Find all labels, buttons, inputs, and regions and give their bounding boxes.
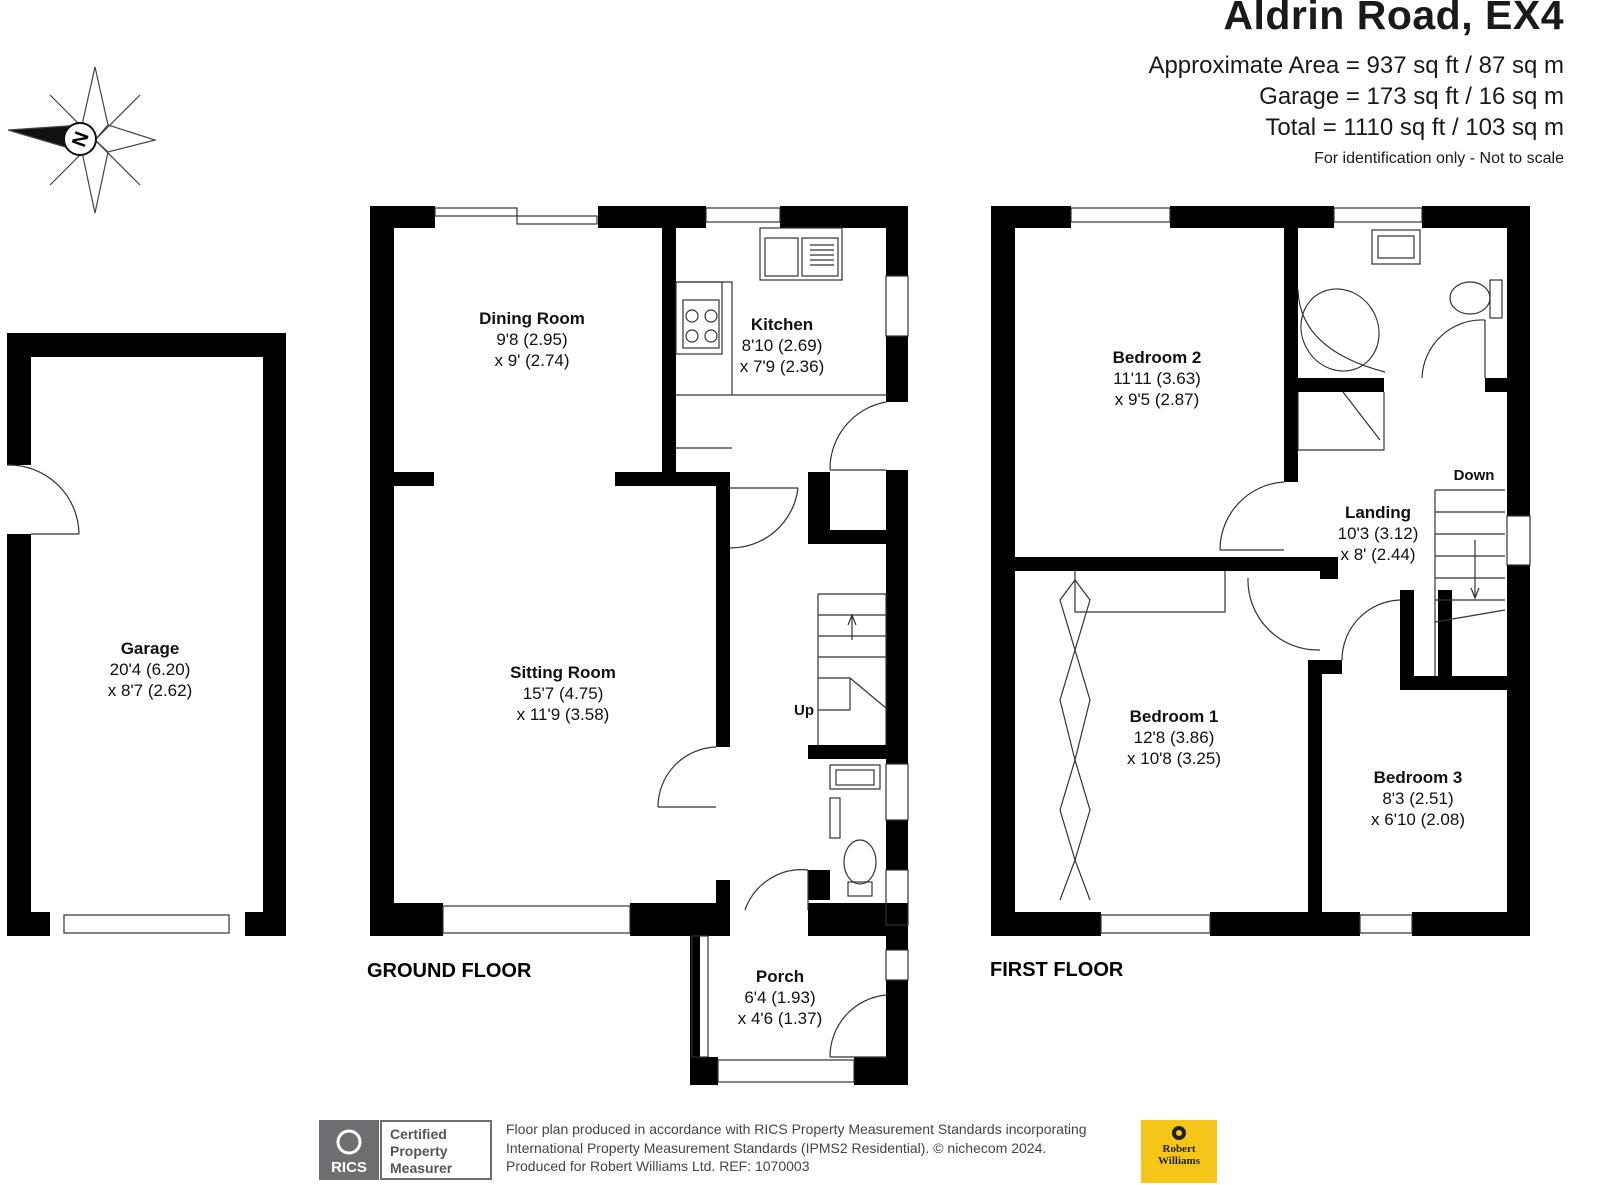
footer-line-2: International Property Measurement Stand…	[506, 1139, 1047, 1156]
footer-line-1: Floor plan produced in accordance with R…	[506, 1121, 1087, 1137]
sitting-room-dim2: x 11'9 (3.58)	[517, 705, 610, 724]
bedroom-1-dim2: x 10'8 (3.25)	[1127, 749, 1221, 768]
garage-fixtures	[6, 464, 230, 934]
garage-area: Garage = 173 sq ft / 16 sq m	[1259, 83, 1564, 110]
compass-letter: N	[68, 129, 94, 150]
stairs-down-label: Down	[1454, 467, 1495, 484]
landing-dim1: 10'3 (3.12)	[1338, 524, 1419, 543]
agent-badge-icon	[1172, 1126, 1186, 1140]
rics-cert-line3: Measurer	[390, 1160, 453, 1176]
ground-floor-walls	[370, 206, 908, 1085]
bedroom-2-dim1: 11'11 (3.63)	[1113, 369, 1201, 388]
approximate-area: Approximate Area = 937 sq ft / 87 sq m	[1148, 52, 1564, 79]
garage-walls	[7, 333, 286, 936]
ground-floor-fixtures	[434, 207, 909, 1083]
kitchen-name: Kitchen	[751, 315, 813, 334]
agent-name-line2: Williams	[1158, 1155, 1200, 1167]
garage-name: Garage	[121, 639, 180, 658]
bedroom-2-name: Bedroom 2	[1113, 348, 1202, 367]
porch-dim2: x 4'6 (1.37)	[738, 1009, 823, 1028]
agent-name-line1: Robert	[1162, 1143, 1196, 1155]
first-floor-fixtures	[1059, 207, 1531, 934]
bedroom-2-dim2: x 9'5 (2.87)	[1115, 390, 1200, 409]
footer-statement: Floor plan produced in accordance with R…	[506, 1120, 1087, 1176]
rics-cert-line1: Certified	[390, 1126, 447, 1142]
bedroom-3-dim1: 8'3 (2.51)	[1382, 789, 1453, 808]
property-title: Aldrin Road, EX4	[1223, 0, 1564, 38]
ground-floor-label: GROUND FLOOR	[367, 960, 532, 982]
bedroom-1-name: Bedroom 1	[1130, 707, 1219, 726]
kitchen-dim2: x 7'9 (2.36)	[740, 357, 825, 376]
dining-room-dim2: x 9' (2.74)	[494, 351, 569, 370]
robert-williams-logo: Robert Williams	[1141, 1120, 1217, 1183]
first-floor-walls	[991, 206, 1530, 936]
bedroom-3-name: Bedroom 3	[1374, 768, 1463, 787]
total-area: Total = 1110 sq ft / 103 sq m	[1265, 114, 1564, 141]
scale-note: For identification only - Not to scale	[1314, 150, 1564, 167]
compass-rose-icon	[7, 66, 158, 214]
dining-room-name: Dining Room	[479, 309, 585, 328]
dining-room-dim1: 9'8 (2.95)	[496, 330, 567, 349]
kitchen-dim1: 8'10 (2.69)	[742, 336, 823, 355]
sitting-room-name: Sitting Room	[510, 663, 616, 682]
rics-cert-line2: Property	[390, 1143, 448, 1159]
porch-name: Porch	[756, 967, 804, 986]
porch-dim1: 6'4 (1.93)	[744, 988, 815, 1007]
landing-name: Landing	[1345, 503, 1411, 522]
bedroom-3-dim2: x 6'10 (2.08)	[1371, 810, 1465, 829]
sitting-room-dim1: 15'7 (4.75)	[523, 684, 604, 703]
rics-badge: RICS Certified Property Measurer	[319, 1120, 492, 1180]
garage-dim2: x 8'7 (2.62)	[108, 681, 193, 700]
bedroom-1-dim1: 12'8 (3.86)	[1134, 728, 1215, 747]
footer-line-3: Produced for Robert Williams Ltd. REF: 1…	[506, 1158, 810, 1174]
landing-dim2: x 8' (2.44)	[1340, 545, 1415, 564]
rics-label: RICS	[331, 1159, 367, 1176]
stairs-up-label: Up	[794, 702, 814, 719]
first-floor-label: FIRST FLOOR	[990, 959, 1124, 981]
garage-dim1: 20'4 (6.20)	[110, 660, 191, 679]
